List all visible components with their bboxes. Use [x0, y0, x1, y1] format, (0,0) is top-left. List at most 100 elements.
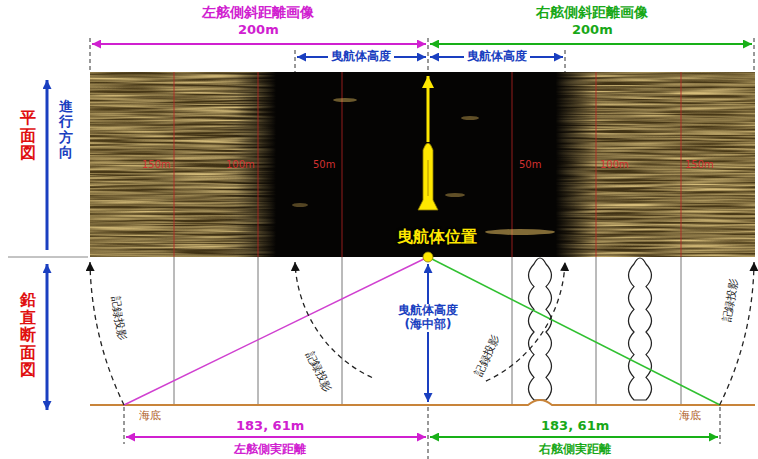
label-slot: 150m	[142, 159, 171, 171]
label-slot: 100m	[600, 159, 629, 171]
arc-label: 記録投影	[108, 296, 128, 342]
label: 200m	[238, 23, 279, 38]
label: 183, 61m	[233, 419, 307, 434]
label-slot: 曳航体位置	[397, 228, 477, 246]
label-slot: 183, 61m	[538, 419, 612, 434]
label-slot: 記録投影	[303, 350, 333, 395]
range-arrow	[92, 43, 426, 45]
projection-arc	[720, 262, 754, 405]
vertical-label: 平面図	[20, 109, 36, 162]
label: 100m	[226, 159, 255, 171]
towfish-icon	[418, 143, 438, 210]
label-slot: 記録投影	[721, 278, 741, 324]
echo	[461, 116, 479, 120]
label: 50m	[519, 159, 541, 171]
label: 右舷側実距離	[536, 443, 614, 457]
guide-line	[565, 50, 566, 72]
guide-line	[428, 407, 429, 459]
label: 左舷側斜距離画像	[202, 4, 314, 20]
grid-line	[596, 257, 597, 405]
grid-line	[258, 72, 259, 257]
grid-line	[174, 257, 175, 405]
range-arrow	[430, 436, 718, 438]
guide-line	[124, 407, 125, 444]
seabed-line	[90, 400, 755, 405]
range-arrow	[430, 43, 752, 45]
label: 50m	[313, 159, 335, 171]
label: 150m	[685, 159, 714, 171]
grid-line	[258, 257, 259, 405]
label: 183, 61m	[538, 419, 612, 434]
grid-line	[681, 72, 682, 257]
direction-arrow	[46, 80, 49, 250]
arc-label: 記録投影	[473, 334, 503, 379]
guide-line	[90, 38, 91, 72]
label-slot: 50m	[519, 159, 541, 171]
slant-range-line	[124, 257, 428, 405]
sonar-texture	[90, 72, 755, 257]
projection-arcs	[90, 262, 754, 405]
guide-line	[720, 407, 721, 444]
label-slot: 100m	[226, 159, 255, 171]
label-slot: 鉛直断面図	[20, 291, 36, 379]
plume	[629, 258, 652, 400]
slant-range-line	[428, 257, 720, 405]
echo	[292, 203, 308, 207]
label: 200m	[572, 23, 613, 38]
echo	[445, 193, 465, 197]
label: 曳航体高度	[464, 50, 530, 64]
label: 100m	[600, 159, 629, 171]
guide-line	[754, 38, 755, 72]
label-slot: 記録投影	[473, 334, 503, 379]
label-slot: 200m	[238, 23, 279, 38]
range-grid	[174, 72, 681, 257]
grid-line	[174, 72, 175, 257]
label-slot: 150m	[685, 159, 714, 171]
label: 曳航体位置	[397, 228, 477, 246]
label-slot: 進行方向	[59, 99, 73, 161]
label: 右舷側斜距離画像	[536, 4, 648, 20]
projection-arc	[486, 262, 565, 381]
label: 曳航体高度	[328, 50, 394, 64]
altitude-arrow	[427, 264, 429, 402]
separator-line	[8, 257, 88, 258]
grid-line	[681, 257, 682, 405]
echoes	[292, 98, 555, 235]
echo	[485, 229, 555, 235]
guide-line	[295, 50, 296, 72]
towfish-detail	[428, 160, 429, 196]
label-slot: 200m	[572, 23, 613, 38]
label-slot: 50m	[313, 159, 335, 171]
heading-arrow	[427, 76, 430, 142]
echo	[333, 98, 357, 102]
label-slot: 左舷側斜距離画像	[202, 4, 314, 20]
label-slot: 右舷側斜距離画像	[536, 4, 648, 20]
plume	[529, 258, 552, 400]
label-slot: 記録投影	[108, 296, 128, 342]
vertical-label: 進行方向	[59, 99, 73, 161]
vertical-label: 鉛直断面図	[20, 291, 36, 379]
label-slot: 曳航体高度	[464, 50, 530, 64]
label-slot: 右舷側実距離	[536, 443, 614, 457]
label-slot: 曳航体高度	[328, 50, 394, 64]
label: 海底	[139, 410, 161, 423]
label-slot: 海底	[679, 410, 701, 423]
towfish-dot	[423, 252, 433, 262]
label: 150m	[142, 159, 171, 171]
label-slot: 183, 61m	[233, 419, 307, 434]
sonar-image	[90, 72, 755, 257]
label: 左舷側実距離	[231, 443, 309, 457]
grid-line	[512, 257, 513, 405]
label-slot: 平面図	[20, 109, 36, 162]
grid-line	[596, 72, 597, 257]
label-slot: 曳航体高度 (海中部)	[387, 304, 469, 332]
arc-label: 記録投影	[303, 350, 333, 395]
section-grid	[174, 257, 681, 405]
label-slot: 海底	[139, 410, 161, 423]
label: 曳航体高度 (海中部)	[387, 304, 469, 332]
guide-line	[428, 38, 429, 72]
range-arrow	[126, 436, 426, 438]
